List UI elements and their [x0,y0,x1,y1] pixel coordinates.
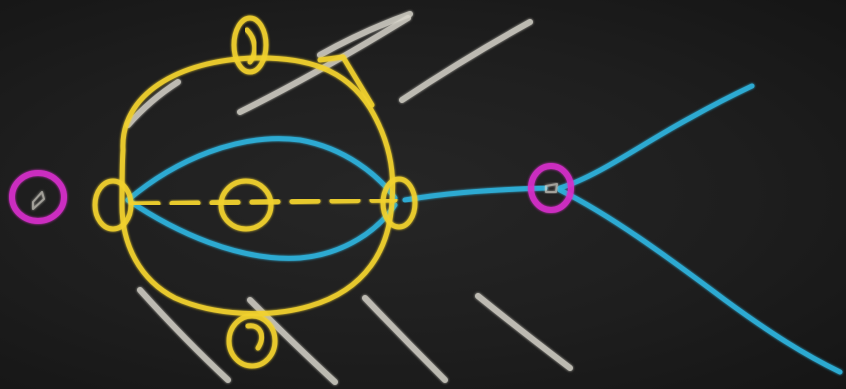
hatch-line [320,14,410,55]
cyan-lens-upper [128,139,395,200]
yellow-dashed-axis [132,200,395,204]
yellow-bottom-loop-inner [248,326,262,348]
magenta-node-left-mark [33,192,44,209]
cyan-lens-lower [128,200,395,258]
magenta-node-right-mark [546,184,557,192]
hatch-line [478,296,570,368]
yellow-left-loop [95,181,131,229]
hatch-lines-bottom [140,290,570,382]
yellow-structure [95,18,415,366]
hatch-line [365,298,445,380]
hatch-line [402,22,530,100]
cyan-right-stem [405,188,545,200]
cyan-branch-lower [560,190,840,372]
yellow-right-loop [383,179,415,227]
cyan-branch-upper [560,86,752,188]
